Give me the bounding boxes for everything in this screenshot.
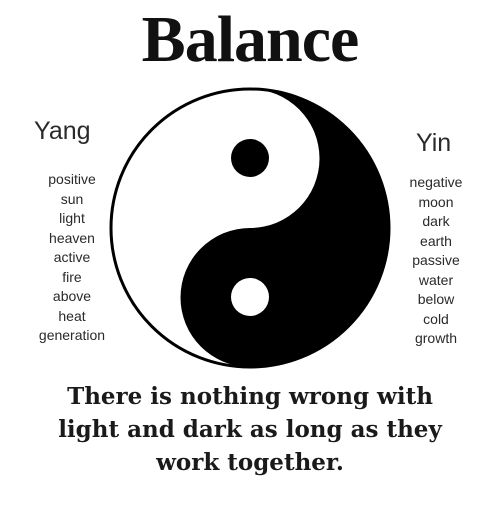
yin-attribute-list: negative moon dark earth passive water b… bbox=[390, 173, 482, 349]
caption-line: work together. bbox=[156, 449, 344, 476]
yin-attribute: dark bbox=[422, 213, 450, 229]
yang-attribute: active bbox=[53, 249, 91, 265]
yang-attribute: light bbox=[59, 210, 85, 226]
yin-attribute: growth bbox=[414, 330, 458, 346]
yang-attribute: above bbox=[52, 288, 92, 304]
yin-attribute: moon bbox=[418, 193, 454, 210]
yin-attribute: passive bbox=[412, 252, 460, 268]
yin-attribute: earth bbox=[420, 232, 452, 249]
yin-heading: Yin bbox=[416, 129, 452, 157]
yin-attribute: below bbox=[417, 291, 455, 307]
caption-line: There is nothing wrong with bbox=[67, 383, 433, 410]
yang-attribute: fire bbox=[62, 268, 82, 285]
yin-attribute: water bbox=[418, 271, 454, 288]
page-title: Balance bbox=[141, 3, 360, 76]
yin-yang-outline bbox=[109, 87, 391, 369]
caption-line: light and dark as long as they bbox=[58, 416, 442, 443]
yang-attribute: heaven bbox=[49, 229, 95, 246]
yin-yang-icon bbox=[109, 87, 391, 369]
yang-attribute: generation bbox=[38, 327, 106, 343]
yin-yang-light-dot bbox=[231, 278, 269, 316]
yang-attribute: heat bbox=[58, 307, 86, 324]
yang-attribute-list: positive sun light heaven active fire ab… bbox=[24, 170, 120, 346]
yin-attribute: cold bbox=[423, 310, 449, 327]
yin-yang-dark-dot bbox=[231, 139, 269, 177]
caption: There is nothing wrong with light and da… bbox=[0, 380, 500, 479]
yin-attribute: negative bbox=[409, 174, 463, 190]
yang-heading: Yang bbox=[34, 117, 91, 145]
yang-attribute: positive bbox=[48, 171, 96, 187]
yang-attribute: sun bbox=[60, 190, 84, 207]
